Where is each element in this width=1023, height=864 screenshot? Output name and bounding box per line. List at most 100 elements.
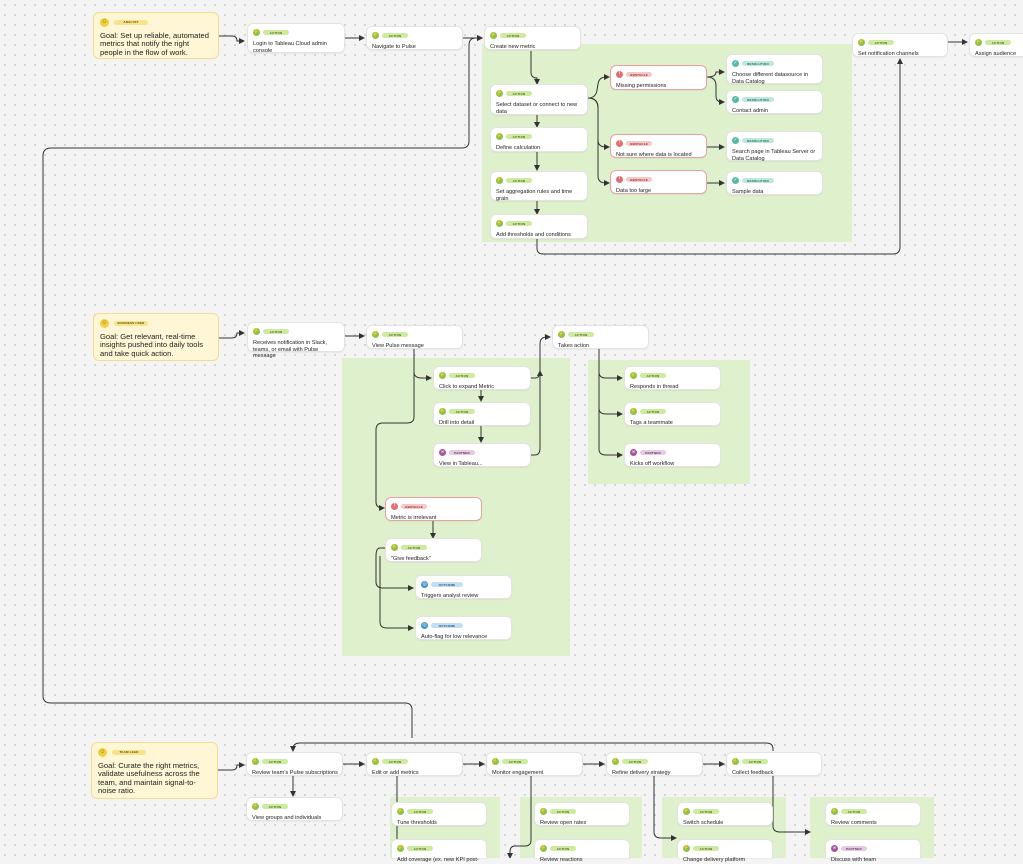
analyst-avatar-icon: ☺ [100, 18, 109, 27]
type-pill-action: ACTION [568, 332, 594, 337]
team-lead-avatar-icon: ☺ [98, 748, 107, 757]
card-review-comments[interactable]: ⚡ ACTION Review comments [825, 802, 921, 826]
warning-icon: ! [616, 140, 623, 147]
card-set-notification-channels[interactable]: ⚡ ACTION Set notification channels [852, 33, 948, 57]
card-takes-action[interactable]: ⚡ ACTION Takes action [552, 325, 649, 349]
card-text: Sample data [732, 189, 764, 195]
wire-collect-back [290, 742, 774, 752]
wire-missing-contact [706, 76, 725, 105]
wire-addthresh-setnotif [536, 58, 903, 255]
card-contact-admin[interactable]: ✓ RESOLUTION Contact admin [726, 90, 823, 114]
card-view-pulse-message[interactable]: ⚡ ACTION View Pulse message [366, 325, 463, 349]
wire-select-toolarge [587, 97, 610, 186]
card-search-page[interactable]: ✓ RESOLUTION Search page in Tableau Serv… [726, 131, 823, 162]
card-review-open-rates[interactable]: ⚡ ACTION Review open rates [534, 802, 630, 826]
card-tune-thresholds[interactable]: ⚡ ACTION Tune thresholds [391, 802, 487, 826]
type-pill-action: ACTION [401, 545, 427, 550]
card-review-reactions[interactable]: ⚡ ACTION Review reactions [534, 839, 630, 863]
goal-card-business-user: ☺ BUSINESS USER Goal: Get relevant, real… [93, 313, 219, 361]
card-text: Choose different datasource in Data Cata… [732, 72, 809, 85]
card-missing-permissions[interactable]: ! OBSTACLE Missing permissions [610, 65, 707, 90]
card-view-groups[interactable]: ⚡ ACTION View groups and individuals [246, 797, 343, 821]
card-not-sure-data[interactable]: ! OBSTACLE Not sure where data is locate… [610, 134, 707, 158]
type-pill-action: ACTION [506, 178, 532, 183]
card-login[interactable]: ⚡ ACTION Login to Tableau Cloud admin co… [247, 23, 345, 54]
card-discuss-with-team[interactable]: ∞ PARTNER Discuss with team [825, 839, 921, 863]
card-data-too-large[interactable]: ! OBSTACLE Data too large [610, 170, 707, 194]
check-icon: ✓ [732, 137, 739, 144]
type-pill-action: ACTION [640, 373, 666, 378]
card-select-dataset[interactable]: ⚡ ACTION Select dataset or connect to ne… [490, 84, 588, 115]
card-switch-schedule[interactable]: ⚡ ACTION Switch schedule [677, 802, 773, 826]
card-text: Define calculation [496, 145, 541, 151]
card-click-expand-metric[interactable]: ⚡ ACTION Click to expand Metric [433, 366, 531, 390]
card-drill-into-detail[interactable]: ⚡ ACTION Drill into detail [433, 402, 531, 426]
card-add-thresholds[interactable]: ⚡ ACTION Add thresholds and conditions [490, 214, 588, 239]
card-text: Receives notification in Slack, teams, o… [253, 340, 327, 360]
lightning-icon: ⚡ [496, 177, 503, 184]
card-text: Takes action [558, 343, 590, 349]
type-pill-resolution: RESOLUTION [742, 61, 774, 66]
check-icon: ✓ [732, 60, 739, 67]
card-kicks-off-workflow[interactable]: ∞ PARTNER Kicks off workflow [624, 443, 721, 467]
card-define-calculation[interactable]: ⚡ ACTION Define calculation [490, 127, 588, 152]
type-pill-obstacle: OBSTACLE [626, 141, 652, 146]
card-text: Responds in thread [630, 384, 679, 390]
card-change-platform[interactable]: ⚡ ACTION Change delivery platform [677, 839, 773, 863]
card-text: Data too large [616, 188, 652, 194]
card-text: Set notification channels [858, 51, 919, 57]
type-pill-action: ACTION [868, 40, 894, 45]
card-triggers-analyst-review[interactable]: ◎ OUTCOME Triggers analyst review [415, 575, 512, 599]
type-pill-action: ACTION [640, 409, 666, 414]
card-metric-irrelevant[interactable]: ! OBSTACLE Metric is irrelevant [385, 497, 482, 521]
type-pill-partner: PARTNER [841, 846, 867, 851]
outcome-icon: ◎ [421, 622, 428, 629]
wire-takes-tags [598, 349, 623, 417]
lightning-icon: ⚡ [630, 372, 637, 379]
lightning-icon: ⚡ [372, 331, 379, 338]
lightning-icon: ⚡ [439, 408, 446, 415]
card-create-metric[interactable]: ⚡ ACTION Create new metric [484, 26, 581, 50]
lightning-icon: ⚡ [496, 133, 503, 140]
type-pill-obstacle: OBSTACLE [401, 504, 427, 509]
card-choose-datasource[interactable]: ✓ RESOLUTION Choose different datasource… [726, 54, 823, 85]
warning-icon: ! [391, 503, 398, 510]
card-text: Not sure where data is located [616, 152, 692, 158]
type-pill-action: ACTION [382, 33, 408, 38]
card-view-in-tableau[interactable]: ∞ PARTNER View in Tableau... [433, 443, 531, 467]
type-pill-action: ACTION [262, 804, 288, 809]
lightning-icon: ⚡ [612, 758, 619, 765]
card-review-subscriptions[interactable]: ⚡ ACTION Review team's Pulse subscriptio… [246, 752, 343, 776]
card-sample-data[interactable]: ✓ RESOLUTION Sample data [726, 171, 823, 195]
card-navigate-pulse[interactable]: ⚡ ACTION Navigate to Pulse [366, 26, 463, 50]
card-auto-flag[interactable]: ◎ OUTCOME Auto-flag for low relevance [415, 616, 512, 640]
card-edit-add-metrics[interactable]: ⚡ ACTION Edit or add metrics [366, 752, 463, 776]
type-pill-action: ACTION [841, 809, 867, 814]
card-text: Navigate to Pulse [372, 44, 416, 50]
card-collect-feedback[interactable]: ⚡ ACTION Collect feedback [726, 752, 822, 776]
wire-create-select [530, 51, 540, 85]
wire-refine-switch [653, 776, 677, 841]
card-receives-notification[interactable]: ⚡ ACTION Receives notification in Slack,… [247, 322, 345, 359]
card-refine-delivery[interactable]: ⚡ ACTION Refine delivery strategy [606, 752, 703, 776]
type-pill-action: ACTION [693, 846, 719, 851]
card-responds-in-thread[interactable]: ⚡ ACTION Responds in thread [624, 366, 721, 390]
type-pill-action: ACTION [742, 759, 768, 764]
card-add-coverage[interactable]: ⚡ ACTION Add coverage (ex. new KPI post- [391, 839, 487, 863]
type-pill-outcome: OUTCOME [431, 582, 463, 587]
type-pill-obstacle: OBSTACLE [626, 177, 652, 182]
card-give-feedback[interactable]: ⚡ ACTION "Give feedback" [385, 538, 482, 562]
wire-give-autoflag [379, 556, 414, 631]
card-monitor-engagement[interactable]: ⚡ ACTION Monitor engagement [486, 752, 583, 776]
card-text: Review comments [831, 820, 877, 826]
type-pill-action: ACTION [550, 809, 576, 814]
card-assign-audience[interactable]: ⚡ ACTION Assign audience [969, 33, 1023, 57]
type-pill-outcome: OUTCOME [431, 623, 463, 628]
card-tags-teammate[interactable]: ⚡ ACTION Tags a teammate [624, 402, 721, 426]
wire-click-takes [531, 370, 543, 379]
lightning-icon: ⚡ [496, 90, 503, 97]
type-pill-action: ACTION [985, 40, 1011, 45]
lightning-icon: ⚡ [975, 39, 982, 46]
card-set-aggregation[interactable]: ⚡ ACTION Set aggregation rules and time … [490, 171, 588, 202]
card-text: Login to Tableau Cloud admin console [253, 41, 327, 54]
